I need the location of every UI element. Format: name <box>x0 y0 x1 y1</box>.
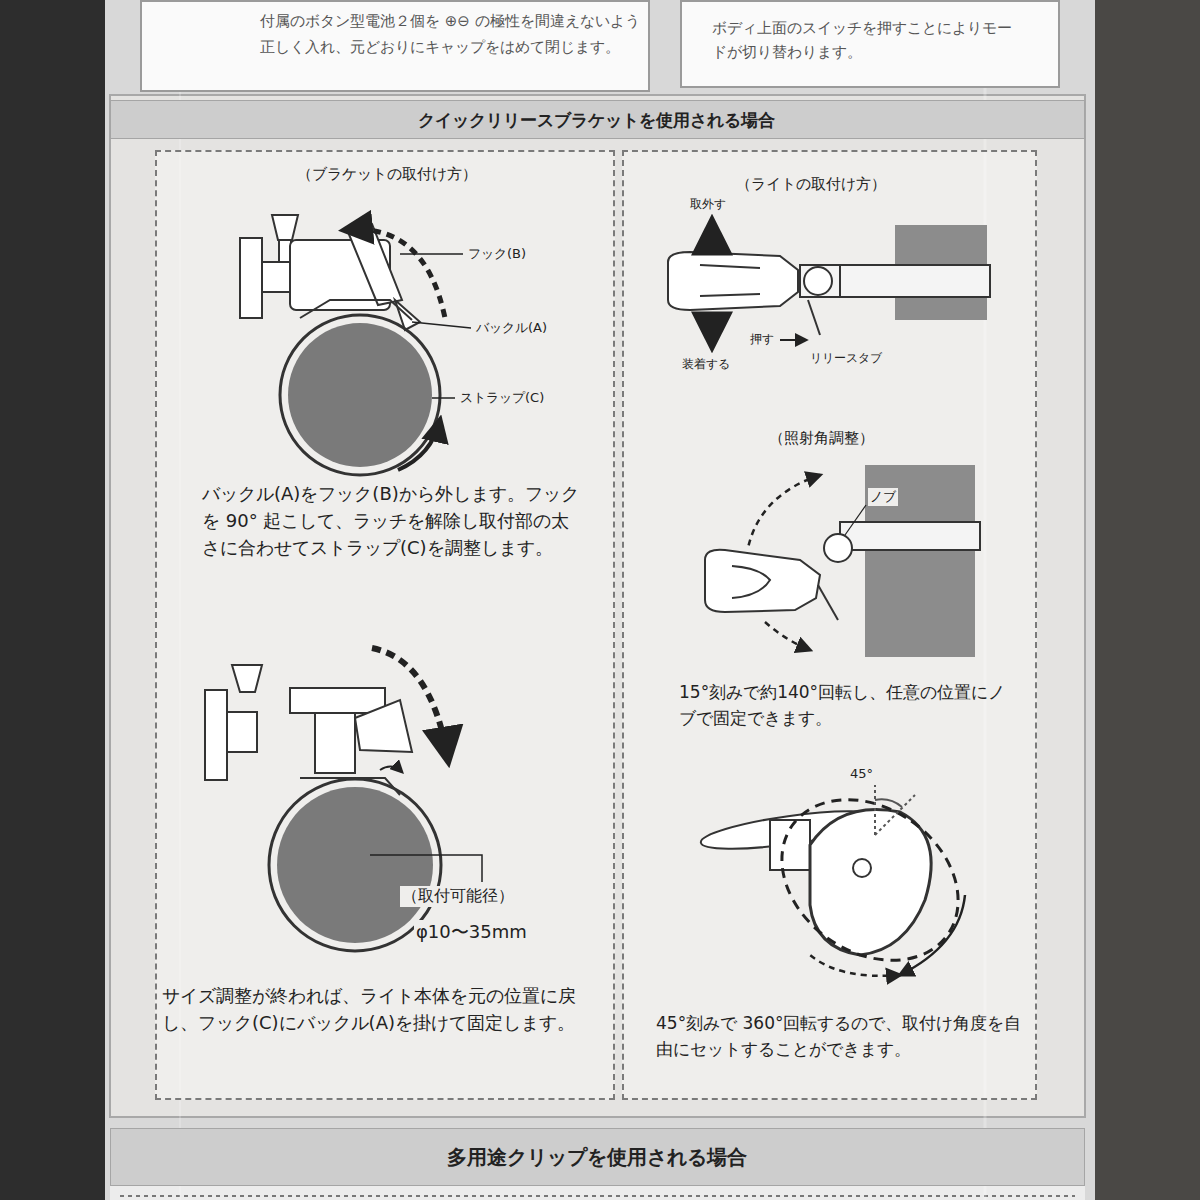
section-heading: （照射角調整） <box>769 428 949 449</box>
angle-adjust-figure-part <box>732 566 770 598</box>
angle-adjust-figure-part <box>865 465 975 657</box>
light-mount-figure-part <box>709 320 715 345</box>
bracket-open-figure-part <box>272 215 298 240</box>
section-band: クイックリリースブラケットを使用される場合 <box>110 100 1085 139</box>
bracket-open-figure-part <box>345 229 445 318</box>
action-label: 取外す <box>688 196 728 213</box>
background-part <box>155 150 615 1100</box>
instruction-text: ボディ上面のスイッチを押すことによりモードが切り替わります。 <box>712 16 1012 64</box>
rotation-figure-part <box>875 795 915 835</box>
light-mount-figure-part <box>804 267 832 295</box>
part-label: ノブ <box>868 488 898 506</box>
angle-adjust-figure-part <box>705 550 820 612</box>
bracket-open-figure-part <box>398 420 440 470</box>
section-heading: （ライトの取付け方） <box>736 174 956 195</box>
background-part <box>1095 0 1200 1200</box>
instruction-text: 付属のボタン型電池２個を ⊕⊖ の極性を間違えないよう正しく入れ、元どおりにキャ… <box>260 8 645 60</box>
bracket-open-figure-part <box>280 315 440 475</box>
angle-adjust-figure-part <box>818 585 838 620</box>
angle-adjust-figure-part <box>824 534 852 562</box>
band-heading: 多用途クリップを使用される場合 <box>111 1143 1082 1171</box>
angle-adjust-figure-part <box>840 522 980 550</box>
action-label: 装着する <box>680 356 732 373</box>
background-part <box>105 0 1095 1200</box>
angle-adjust-figure-part <box>845 505 866 535</box>
bracket-open-figure-part <box>288 323 432 467</box>
rotation-figure-part <box>853 859 871 877</box>
part-label: ストラップ(C) <box>458 389 546 407</box>
background-part <box>110 1186 1085 1200</box>
instruction-text: 15°刻みで約140°回転し、任意の位置にノブで固定できます。 <box>679 679 1009 731</box>
action-label: 押す <box>748 331 776 348</box>
instruction-text: サイズ調整が終われば、ライト本体を元の位置に戻し、フック(C)にバックル(A)を… <box>162 982 602 1036</box>
bracket-closed-figure-part <box>370 855 482 882</box>
bracket-open-figure-part <box>412 322 471 328</box>
background-part <box>0 0 105 1200</box>
instruction-box: 付属のボタン型電池２個を ⊕⊖ の極性を間違えないよう正しく入れ、元どおりにキャ… <box>140 0 650 92</box>
part-label: バックル(A) <box>474 319 549 337</box>
light-mount-figure-part <box>808 300 820 335</box>
instruction-text: 45°刻みで 360°回転するので、取付け角度を自由にセットすることができます。 <box>656 1010 1034 1062</box>
light-mount-figure <box>668 222 990 345</box>
bracket-open-figure-part <box>432 397 455 399</box>
bracket-open-figure-part <box>400 253 463 255</box>
section-band: 多用途クリップを使用される場合 <box>110 1128 1085 1186</box>
instruction-box: ボディ上面のスイッチを押すことによりモードが切り替わります。 <box>680 0 1060 88</box>
dimension-label: （取付可能径） <box>400 886 516 907</box>
angle-label: 45° <box>848 766 875 781</box>
rotation-figure-part <box>900 895 965 975</box>
instruction-text: バックル(A)をフック(B)から外します。フックを 90° 起こして、ラッチを解… <box>202 480 587 561</box>
rotation-figure <box>699 767 989 994</box>
bracket-closed-figure-part <box>315 713 355 773</box>
dotted-panel: （ライトの取付け方） （照射角調整） 15°刻みで約140°回転し、任意の位置にノブ… <box>622 150 1037 1100</box>
rotation-figure-part <box>874 785 876 835</box>
dotted-panel: （ブラケットの取付け方） バックル(A)をフック(B)から外します。フックを 90… <box>155 150 615 1100</box>
bracket-closed-figure-part <box>227 712 257 752</box>
angle-adjust-figure <box>705 465 980 657</box>
bracket-open-figure-part <box>300 300 412 320</box>
bracket-closed-figure-part <box>290 688 385 713</box>
bracket-closed-figure-part <box>372 648 448 760</box>
light-mount-figure-part <box>800 265 990 297</box>
bracket-closed-figure-part <box>277 787 433 943</box>
rotation-figure-part <box>875 799 902 807</box>
light-mount-figure-part <box>780 339 806 341</box>
bracket-closed-figure-part <box>205 690 227 780</box>
section-heading: （ブラケットの取付け方） <box>297 164 557 185</box>
rotation-figure-part <box>810 809 931 955</box>
bracket-closed-figure-part <box>380 766 402 772</box>
light-mount-figure-part <box>709 222 715 246</box>
background-part <box>622 150 1037 1100</box>
bracket-open-figure <box>240 215 471 475</box>
background-part <box>120 1195 1075 1197</box>
background-part <box>110 95 1085 1117</box>
band-heading: クイックリリースブラケットを使用される場合 <box>111 109 1082 133</box>
rotation-figure-part <box>751 767 989 994</box>
rotation-figure-part <box>810 955 900 976</box>
part-label: リリースタブ <box>808 350 884 367</box>
dimension-value: φ10〜35mm <box>414 920 529 944</box>
light-mount-figure-part <box>839 265 841 297</box>
bracket-closed-figure-part <box>355 700 412 752</box>
part-label: フック(B) <box>466 245 528 263</box>
angle-adjust-figure-part <box>765 622 810 650</box>
light-mount-figure-part <box>700 265 760 296</box>
bracket-open-figure-part <box>262 262 292 292</box>
angle-adjust-figure-part <box>748 475 820 548</box>
bracket-open-figure-part <box>240 238 262 318</box>
light-mount-figure-part <box>668 252 798 310</box>
bracket-closed-figure-part <box>232 665 262 692</box>
